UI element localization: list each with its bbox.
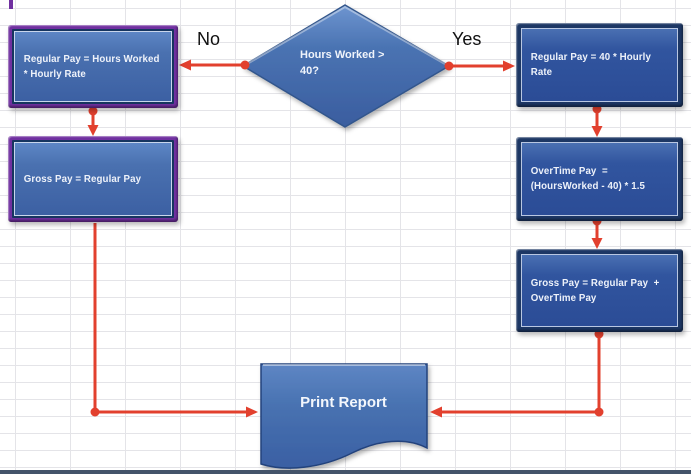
connector-regularpay-to-grosspay-left xyxy=(87,106,99,136)
node-label-line: Rate xyxy=(530,67,553,78)
node-label-line: Gross Pay = Regular Pay xyxy=(23,173,142,185)
decision-label: Hours Worked > 40? xyxy=(300,47,450,79)
node-label-line: OverTime Pay = xyxy=(530,166,608,177)
yes-branch-label: Yes xyxy=(452,29,482,49)
process-gross-pay-total[interactable]: Gross Pay = Regular Pay + OverTime Pay xyxy=(516,249,683,332)
process-overtime-pay[interactable]: OverTime Pay = (HoursWorked - 40) * 1.5 xyxy=(516,137,683,221)
connector-yes-branch xyxy=(444,60,515,72)
node-label-line: Gross Pay = Regular Pay + xyxy=(530,277,660,289)
node-label-line: OverTime Pay xyxy=(530,292,597,304)
decision-label-line: 40? xyxy=(300,65,319,77)
node-label-line: Regular Pay = 40 * Hourly xyxy=(530,52,651,63)
node-label-line: Regular Pay = Hours Worked xyxy=(23,53,160,65)
print-report-document-shape[interactable] xyxy=(260,363,428,469)
node-label-line: (HoursWorked - 40) * 1.5 xyxy=(530,181,646,192)
connector-overtime-to-grosspay-right xyxy=(591,216,603,249)
bottom-edge-bar xyxy=(0,470,691,474)
connector-regularpay-to-overtime-right xyxy=(591,104,603,137)
decision-label-line: Hours Worked > xyxy=(300,49,385,61)
connector-no-branch xyxy=(179,59,250,71)
no-branch-label: No xyxy=(197,29,221,49)
print-report-label: Print Report xyxy=(300,394,387,411)
process-regular-pay-40-hourly[interactable]: Regular Pay = 40 * Hourly Rate xyxy=(516,23,683,107)
connector-grosspay-left-to-print xyxy=(90,223,258,418)
process-gross-pay-regular[interactable]: Gross Pay = Regular Pay xyxy=(8,136,178,222)
connector-grosspay-right-to-print xyxy=(430,329,604,418)
cutoff-shape-edge xyxy=(9,0,13,9)
decision-diamond[interactable] xyxy=(241,4,451,128)
process-regular-pay-hours-worked[interactable]: Regular Pay = Hours Worked * Hourly Rate xyxy=(8,25,178,108)
node-label-line: * Hourly Rate xyxy=(23,68,86,80)
